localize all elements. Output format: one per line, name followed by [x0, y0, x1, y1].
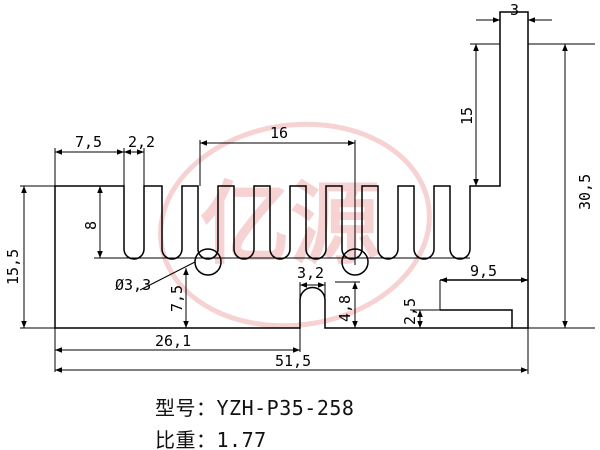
model-value: YZH-P35-258: [216, 396, 355, 420]
model-label: 型号：: [155, 396, 217, 420]
dim-right-step-height: 2,5: [401, 298, 419, 325]
dim-slot-depth: 4,8: [336, 295, 354, 322]
weight-label: 比重：: [155, 428, 217, 450]
weight-line: 比重：1.77: [155, 424, 267, 450]
dim-total-length: 51,5: [275, 352, 311, 370]
dimension-lines: [21, 17, 568, 373]
right-step-outline: [440, 279, 528, 328]
dim-left-base-length: 26,1: [155, 332, 191, 350]
dim-fin-gap: 2,2: [128, 133, 155, 151]
model-line: 型号：YZH-P35-258: [155, 392, 354, 421]
dim-total-height: 30,5: [576, 174, 594, 210]
dimension-labels: 7,5 2,2 16 3 15 30,5 15,5 8 Ø3,3 7,5 3,2…: [4, 1, 594, 370]
dim-slot-offset-height: 7,5: [168, 285, 186, 312]
extension-lines: [20, 12, 595, 374]
round-groove-1: [194, 248, 222, 276]
dim-tab-height: 15: [458, 107, 476, 125]
dim-fin-group-span: 16: [270, 124, 288, 142]
dim-fin-pitch-span: 7,5: [75, 133, 102, 151]
weight-value: 1.77: [216, 428, 267, 450]
profile-outline: [54, 11, 529, 329]
dim-top-tab-width: 3: [510, 1, 519, 19]
dim-slot-radius: Ø3,3: [115, 276, 151, 294]
round-groove-2: [341, 248, 369, 276]
dim-left-height: 15,5: [4, 249, 22, 285]
dim-slot-width: 3,2: [297, 264, 324, 282]
dim-right-step-length: 9,5: [470, 262, 497, 280]
dim-fin-depth: 8: [82, 221, 100, 230]
